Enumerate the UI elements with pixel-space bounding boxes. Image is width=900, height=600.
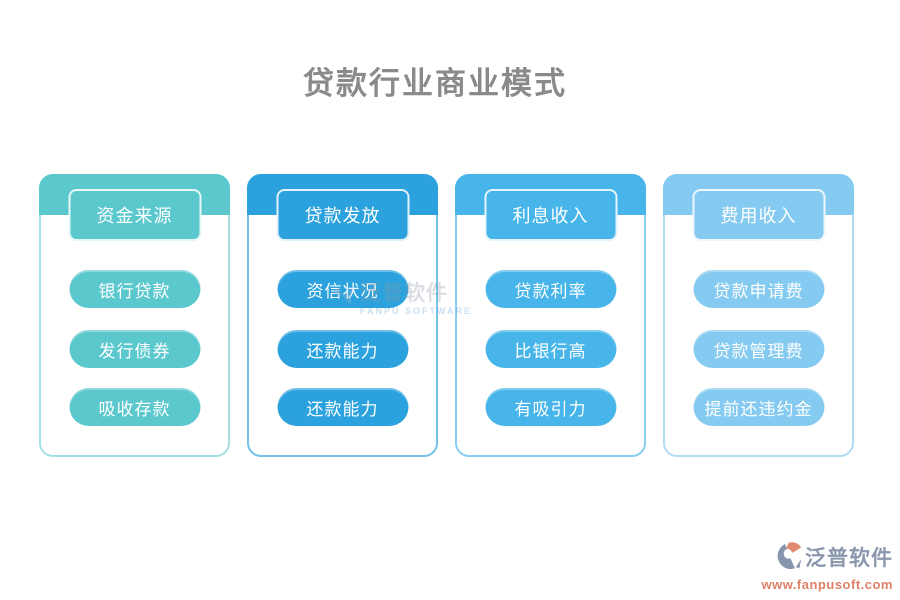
item-pill: 贷款利率 (485, 270, 616, 308)
page-title: 贷款行业商业模式 (303, 66, 567, 101)
column-header-interest-income: 利息收入 (484, 189, 617, 241)
columns-container: 资金来源 银行贷款 发行债券 吸收存款 贷款发放 资信状况 还款能力 还款能力 … (39, 174, 854, 457)
column-card-loan-issuance: 贷款发放 资信状况 还款能力 还款能力 (247, 174, 438, 457)
column-header-label: 费用收入 (720, 206, 797, 226)
footer-url: www.fanpusoft.com (761, 577, 893, 592)
item-pill: 还款能力 (277, 330, 408, 368)
fanpu-logo-icon (776, 541, 803, 576)
footer-brand-row: 泛普软件 (776, 541, 893, 576)
column-card-fee-income: 费用收入 贷款申请费 贷款管理费 提前还违约金 (663, 174, 854, 457)
column-header-funding: 资金来源 (68, 189, 201, 241)
column-header-label: 利息收入 (512, 206, 589, 226)
column-header-fee-income: 费用收入 (692, 189, 825, 241)
column-card-interest-income: 利息收入 贷款利率 比银行高 有吸引力 (455, 174, 646, 457)
item-pill: 贷款管理费 (693, 330, 824, 368)
footer-watermark: 泛普软件 www.fanpusoft.com (759, 541, 893, 592)
column-header-loan-issuance: 贷款发放 (276, 189, 409, 241)
item-pill: 提前还违约金 (693, 388, 824, 426)
item-pill: 还款能力 (277, 388, 408, 426)
item-pill: 比银行高 (485, 330, 616, 368)
column-header-label: 资金来源 (96, 206, 173, 226)
item-pill: 发行债券 (69, 330, 200, 368)
item-pill: 贷款申请费 (693, 270, 824, 308)
item-pill: 银行贷款 (69, 270, 200, 308)
item-pill: 资信状况 (277, 270, 408, 308)
column-header-label: 贷款发放 (304, 206, 381, 226)
footer-brand: 泛普软件 (805, 546, 893, 570)
column-card-funding: 资金来源 银行贷款 发行债券 吸收存款 (39, 174, 230, 457)
item-pill: 吸收存款 (69, 388, 200, 426)
item-pill: 有吸引力 (485, 388, 616, 426)
